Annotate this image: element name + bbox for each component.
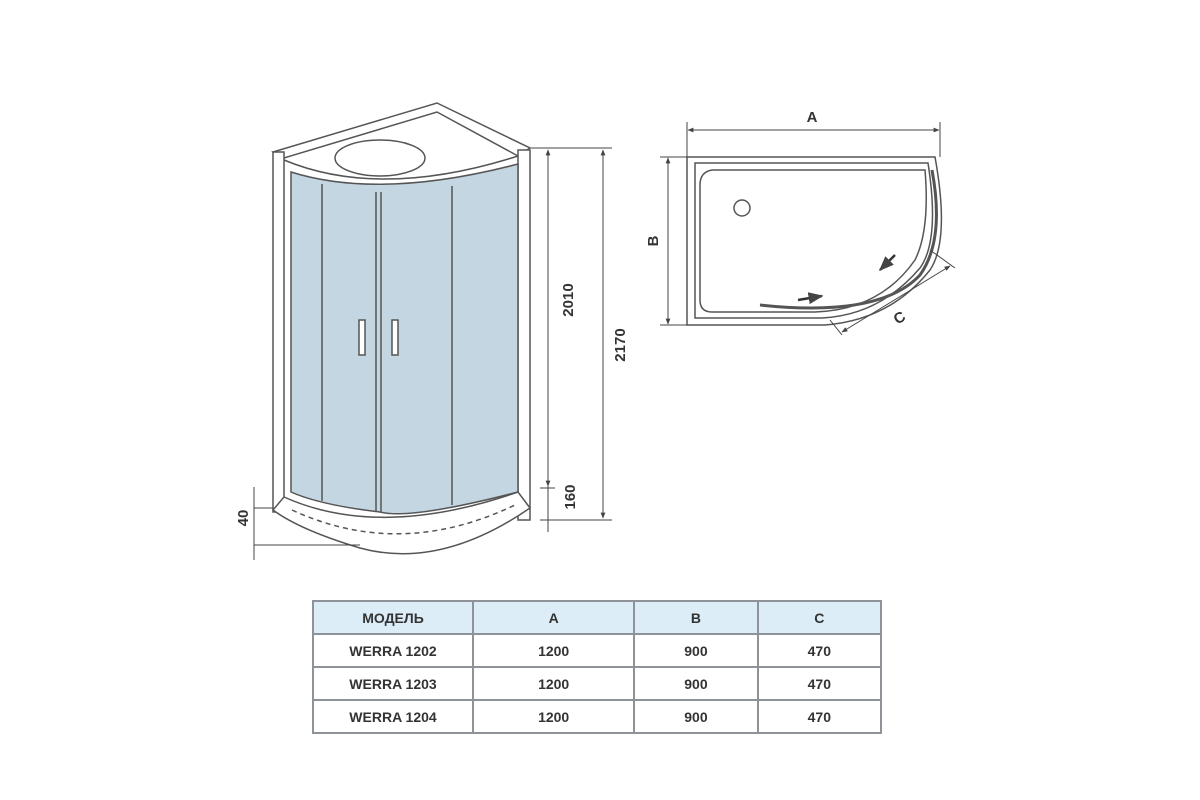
door-handle-right — [391, 319, 399, 356]
plan-label-a: A — [807, 109, 818, 126]
cell-c: 470 — [756, 666, 883, 701]
tray-dashed-edge — [291, 504, 516, 535]
cell-c: 470 — [756, 633, 883, 668]
header-model: МОДЕЛЬ — [312, 600, 474, 635]
header-a: A — [471, 600, 636, 635]
cell-a: 1200 — [471, 666, 636, 701]
plan-label-b: B — [645, 235, 662, 246]
cell-b: 900 — [633, 633, 759, 668]
glass-panels — [290, 163, 519, 515]
door-handle-left — [358, 319, 366, 356]
header-c: C — [756, 600, 883, 635]
plan-dimensions — [660, 122, 956, 336]
model-dimensions-table: МОДЕЛЬ A B C WERRA 1202 1200 900 470 WER… — [312, 600, 883, 734]
cell-model: WERRA 1203 — [312, 666, 474, 701]
door-arrow-2 — [797, 292, 824, 305]
cell-model: WERRA 1202 — [312, 633, 474, 668]
cabin-left-post — [272, 151, 285, 513]
roof-shower-disc — [334, 139, 426, 177]
table-row: WERRA 1204 1200 900 470 — [312, 699, 883, 734]
elevation-dimensions — [253, 147, 612, 560]
dim-2170: 2170 — [612, 328, 629, 361]
cell-b: 900 — [633, 699, 759, 734]
table-header-row: МОДЕЛЬ A B C — [312, 600, 883, 635]
table-row: WERRA 1203 1200 900 470 — [312, 666, 883, 701]
shower-tray — [271, 491, 532, 555]
top-arc — [283, 155, 519, 180]
cabin-elevation — [271, 102, 532, 555]
drain-icon — [733, 199, 751, 217]
cell-b: 900 — [633, 666, 759, 701]
cell-a: 1200 — [471, 633, 636, 668]
plan-view — [686, 156, 943, 326]
header-b: B — [633, 600, 759, 635]
cell-a: 1200 — [471, 699, 636, 734]
cell-model: WERRA 1204 — [312, 699, 474, 734]
cell-c: 470 — [756, 699, 883, 734]
dim-40: 40 — [235, 510, 252, 527]
panel-dividers — [321, 184, 453, 512]
cabin-right-post — [517, 149, 531, 521]
dim-160: 160 — [562, 484, 579, 509]
table-row: WERRA 1202 1200 900 470 — [312, 633, 883, 668]
plan-label-c: C — [891, 308, 909, 328]
dim-2010: 2010 — [560, 283, 577, 316]
